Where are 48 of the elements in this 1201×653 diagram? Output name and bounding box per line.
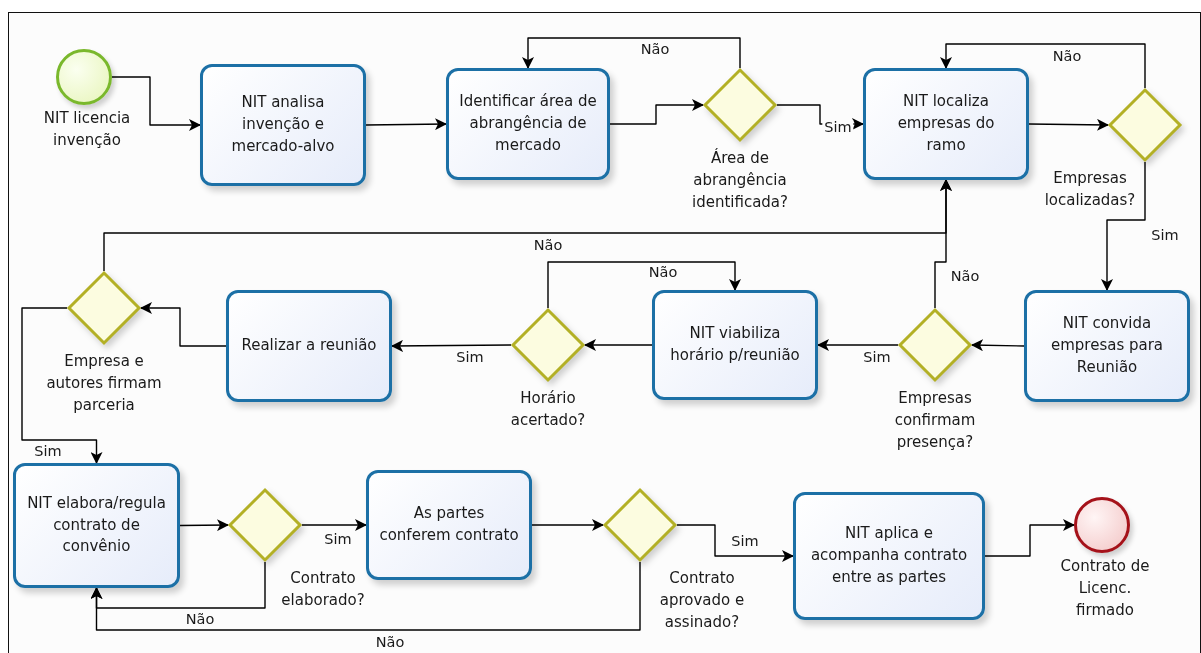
- process-box: [652, 290, 818, 400]
- decision-label: Contrato elaborado?: [280, 568, 366, 611]
- decision-label: Área de abrangência identificada?: [690, 148, 789, 213]
- process-box: [366, 470, 532, 580]
- arrow: [971, 339, 1025, 352]
- process-label: NIT elabora/regula contrato de convênio: [26, 492, 167, 558]
- event-label: NIT licencia invenção: [42, 108, 132, 151]
- event-label: Contrato de Licenc. firmado: [1059, 556, 1151, 621]
- arrow: [676, 524, 794, 562]
- process-label: As partes conferem contrato: [379, 503, 519, 546]
- arrow: [301, 519, 367, 531]
- process-label: NIT analisa invenção e mercado-alvo: [230, 92, 336, 157]
- arrow: [90, 561, 641, 631]
- decision-label: Horário acertado?: [509, 388, 587, 431]
- arrow: [179, 519, 229, 532]
- arrow: [984, 519, 1075, 557]
- arrow: [584, 339, 653, 351]
- arrow: [940, 43, 1146, 89]
- decision-label: Empresa e autores firmam parceria: [45, 351, 163, 416]
- arrow: [609, 99, 704, 125]
- process-label: NIT localiza empresas do ramo: [896, 91, 996, 156]
- arrow: [1028, 118, 1109, 131]
- arrow: [111, 76, 201, 131]
- arrow: [140, 302, 227, 347]
- process-label: NIT viabiliza horário p/reunião: [669, 323, 801, 366]
- process-box: [13, 463, 180, 588]
- decision-label: Empresas confirmam presença?: [893, 388, 977, 453]
- process-label: NIT convida empresas para Reunião: [1049, 313, 1165, 378]
- process-box: [1024, 290, 1190, 402]
- arrow: [103, 179, 952, 272]
- process-box: [863, 68, 1029, 180]
- arrow: [1101, 161, 1146, 291]
- arrow: [21, 307, 103, 464]
- process-label: Realizar a reunião: [241, 335, 377, 357]
- process-box: [200, 64, 366, 186]
- process-box: [793, 492, 985, 620]
- arrow: [547, 261, 741, 309]
- arrow: [531, 519, 604, 531]
- process-label: NIT aplica e acompanha contrato entre as partes: [809, 523, 969, 588]
- process-box: [446, 68, 610, 180]
- arrow: [365, 118, 447, 131]
- decision-label: Contrato aprovado e assinado?: [658, 568, 746, 633]
- arrow: [391, 339, 512, 352]
- arrow: [522, 37, 741, 69]
- process-box: [226, 290, 392, 402]
- process-label: Identificar área de abrangência de mercado: [459, 91, 597, 156]
- arrow: [817, 339, 899, 351]
- decision-label: Empresas localizadas?: [1043, 168, 1137, 211]
